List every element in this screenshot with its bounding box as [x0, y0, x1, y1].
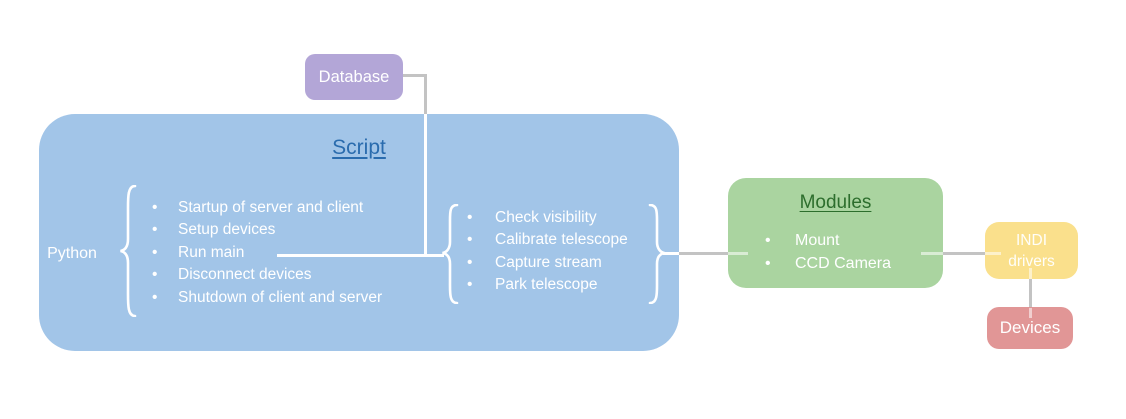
module-label: Mount	[795, 232, 840, 249]
connector-indi-devices	[1029, 279, 1032, 308]
main-step-label: Startup of server and client	[178, 199, 364, 216]
connector-database-vertical-white	[424, 114, 427, 257]
list-item: Startup of server and client	[148, 197, 382, 219]
main-step-label: Shutdown of client and server	[178, 288, 383, 306]
sub-step-label: Calibrate telescope	[495, 231, 628, 249]
list-item: Park telescope	[463, 274, 628, 296]
connector-stub-modules-right	[921, 252, 943, 255]
list-item: Mount	[761, 229, 891, 252]
sub-steps-list: Check visibility Calibrate telescope Cap…	[463, 207, 628, 297]
module-label: CCD Camera	[795, 255, 892, 272]
connector-modules-indi	[943, 252, 985, 255]
main-step-label: Disconnect devices	[178, 266, 312, 284]
sub-step-label: Check visibility	[495, 209, 597, 226]
connector-database-vertical-gray	[424, 74, 427, 117]
connector-stub-modules-left	[728, 252, 748, 255]
main-step-label: Run main	[178, 243, 245, 261]
connector-database-horizontal	[401, 74, 427, 77]
database-label: Database	[318, 67, 390, 86]
list-item: Check visibility	[463, 207, 628, 229]
list-item: CCD Camera	[761, 252, 891, 275]
list-item: Shutdown of client and server	[148, 287, 382, 309]
modules-list: Mount CCD Camera	[761, 229, 891, 275]
connector-stub-devices-top	[1029, 308, 1032, 318]
substeps-close-brace	[648, 204, 665, 304]
list-item: Disconnect devices	[148, 264, 382, 286]
devices-label: Devices	[999, 318, 1061, 337]
connector-script-modules-white-stub	[663, 252, 679, 255]
connector-stub-indi-bottom	[1029, 268, 1032, 279]
python-label: Python	[47, 245, 97, 262]
substeps-open-brace	[442, 204, 459, 304]
list-item: Run main	[148, 242, 382, 264]
sub-step-label: Park telescope	[495, 276, 598, 294]
list-item: Capture stream	[463, 252, 628, 274]
sub-step-label: Capture stream	[495, 253, 602, 271]
indi-drivers-label: INDI drivers	[1008, 231, 1055, 270]
list-item: Setup devices	[148, 219, 382, 241]
database-box: Database	[305, 54, 403, 100]
modules-title: Modules	[799, 192, 872, 213]
main-steps-list: Startup of server and client Setup devic…	[148, 197, 382, 309]
script-title: Script	[332, 136, 386, 159]
connector-stub-indi-left	[985, 252, 1001, 255]
list-item: Calibrate telescope	[463, 229, 628, 251]
connector-script-modules	[679, 252, 728, 255]
main-step-label: Setup devices	[178, 221, 276, 239]
python-left-brace	[120, 185, 137, 317]
